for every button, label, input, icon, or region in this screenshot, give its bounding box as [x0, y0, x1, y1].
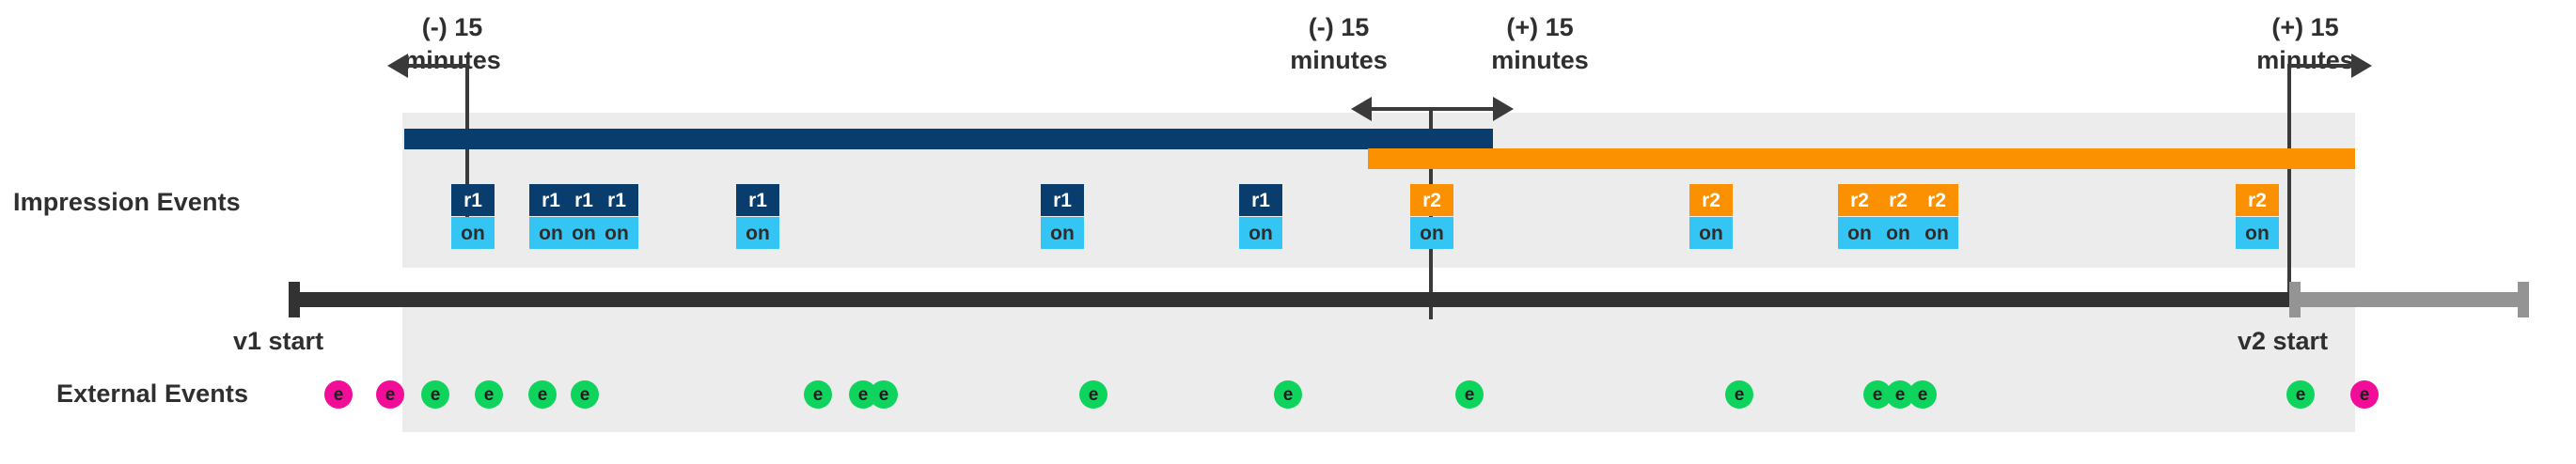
external-event-dot: e	[1079, 380, 1107, 409]
time-axis-v2-start-cap	[2289, 282, 2301, 317]
impression-events-row-label: Impression Events	[13, 188, 241, 216]
impression-chip-release: r1	[736, 184, 779, 216]
impression-chip-state: on	[1877, 217, 1920, 249]
external-event-dot: e	[1455, 380, 1484, 409]
external-event-dot: e	[2350, 380, 2379, 409]
callout-left-minus-15: (-) 15 minutes	[403, 11, 501, 76]
callout-mid-right-arrow-shaft	[1431, 107, 1495, 111]
impression-chip-state: on	[1041, 217, 1084, 249]
external-event-dot: e	[1725, 380, 1753, 409]
callout-mid-left-arrow-shaft	[1368, 107, 1433, 111]
impression-chip-release: r1	[1239, 184, 1282, 216]
impression-chip-release: r2	[1410, 184, 1453, 216]
callout-mid-minus-15-line2: minutes	[1290, 45, 1388, 74]
external-event-dot: e	[870, 380, 898, 409]
impression-chip-release: r2	[1877, 184, 1920, 216]
external-event-dot: e	[376, 380, 404, 409]
callout-left-arrow-shaft	[404, 64, 467, 68]
impression-chip-release: r2	[1838, 184, 1881, 216]
impression-chip-state: on	[595, 217, 638, 249]
impression-chip-release: r2	[2236, 184, 2279, 216]
callout-left-arrowhead-icon	[387, 54, 408, 78]
external-event-dot: e	[1863, 380, 1892, 409]
external-event-dot: e	[528, 380, 557, 409]
external-event-dot: e	[804, 380, 832, 409]
version-bar-v1	[404, 129, 1493, 149]
callout-mid-right-arrowhead-icon	[1493, 97, 1514, 121]
version-bar-v2	[1368, 148, 2355, 169]
callout-mid-minus-15-line1: (-) 15	[1308, 13, 1370, 41]
impression-chip-state: on	[1239, 217, 1282, 249]
impression-chip-release: r1	[1041, 184, 1084, 216]
callout-left-minus-15-line1: (-) 15	[421, 13, 483, 41]
impression-chip-state: on	[1689, 217, 1733, 249]
callout-left-minus-15-line2: minutes	[403, 45, 501, 74]
impression-chip-release: r2	[1689, 184, 1733, 216]
external-event-dot: e	[324, 380, 353, 409]
impression-chip-release: r1	[451, 184, 495, 216]
external-event-dot: e	[571, 380, 599, 409]
shaded-window-band-bottom	[402, 305, 2355, 432]
callout-right-arrowhead-icon	[2351, 54, 2372, 78]
impression-chip-state: on	[2236, 217, 2279, 249]
callout-mid-plus-15: (+) 15 minutes	[1491, 11, 1589, 76]
time-axis-active-segment	[289, 292, 2289, 307]
external-events-row-label: External Events	[56, 379, 249, 408]
impression-chip-state: on	[1915, 217, 1958, 249]
callout-mid-plus-15-line2: minutes	[1491, 45, 1589, 74]
callout-right-arrow-shaft	[2287, 64, 2353, 68]
callout-mid-minus-15: (-) 15 minutes	[1290, 11, 1388, 76]
time-axis-end-cap	[2518, 282, 2529, 317]
callout-right-plus-15: (+) 15 minutes	[2256, 11, 2354, 76]
leader-line-right	[2287, 64, 2291, 301]
impression-chip-release: r1	[595, 184, 638, 216]
v2-start-caption: v2 start	[2238, 327, 2329, 355]
impression-chip-state: on	[1410, 217, 1453, 249]
callout-mid-plus-15-line1: (+) 15	[1506, 13, 1574, 41]
time-axis-v1-start-cap	[289, 282, 300, 317]
external-event-dot: e	[421, 380, 449, 409]
callout-right-plus-15-line2: minutes	[2256, 45, 2354, 74]
external-event-dot: e	[2286, 380, 2315, 409]
v1-start-caption: v1 start	[233, 327, 324, 355]
impression-chip-state: on	[736, 217, 779, 249]
impression-chip-state: on	[451, 217, 495, 249]
impression-chip-release: r2	[1915, 184, 1958, 216]
callout-mid-left-arrowhead-icon	[1351, 97, 1372, 121]
external-event-dot: e	[475, 380, 503, 409]
time-axis-future-segment	[2289, 292, 2529, 307]
external-event-dot: e	[1274, 380, 1302, 409]
callout-right-plus-15-line1: (+) 15	[2271, 13, 2339, 41]
impression-chip-state: on	[1838, 217, 1881, 249]
external-event-dot: e	[1908, 380, 1937, 409]
